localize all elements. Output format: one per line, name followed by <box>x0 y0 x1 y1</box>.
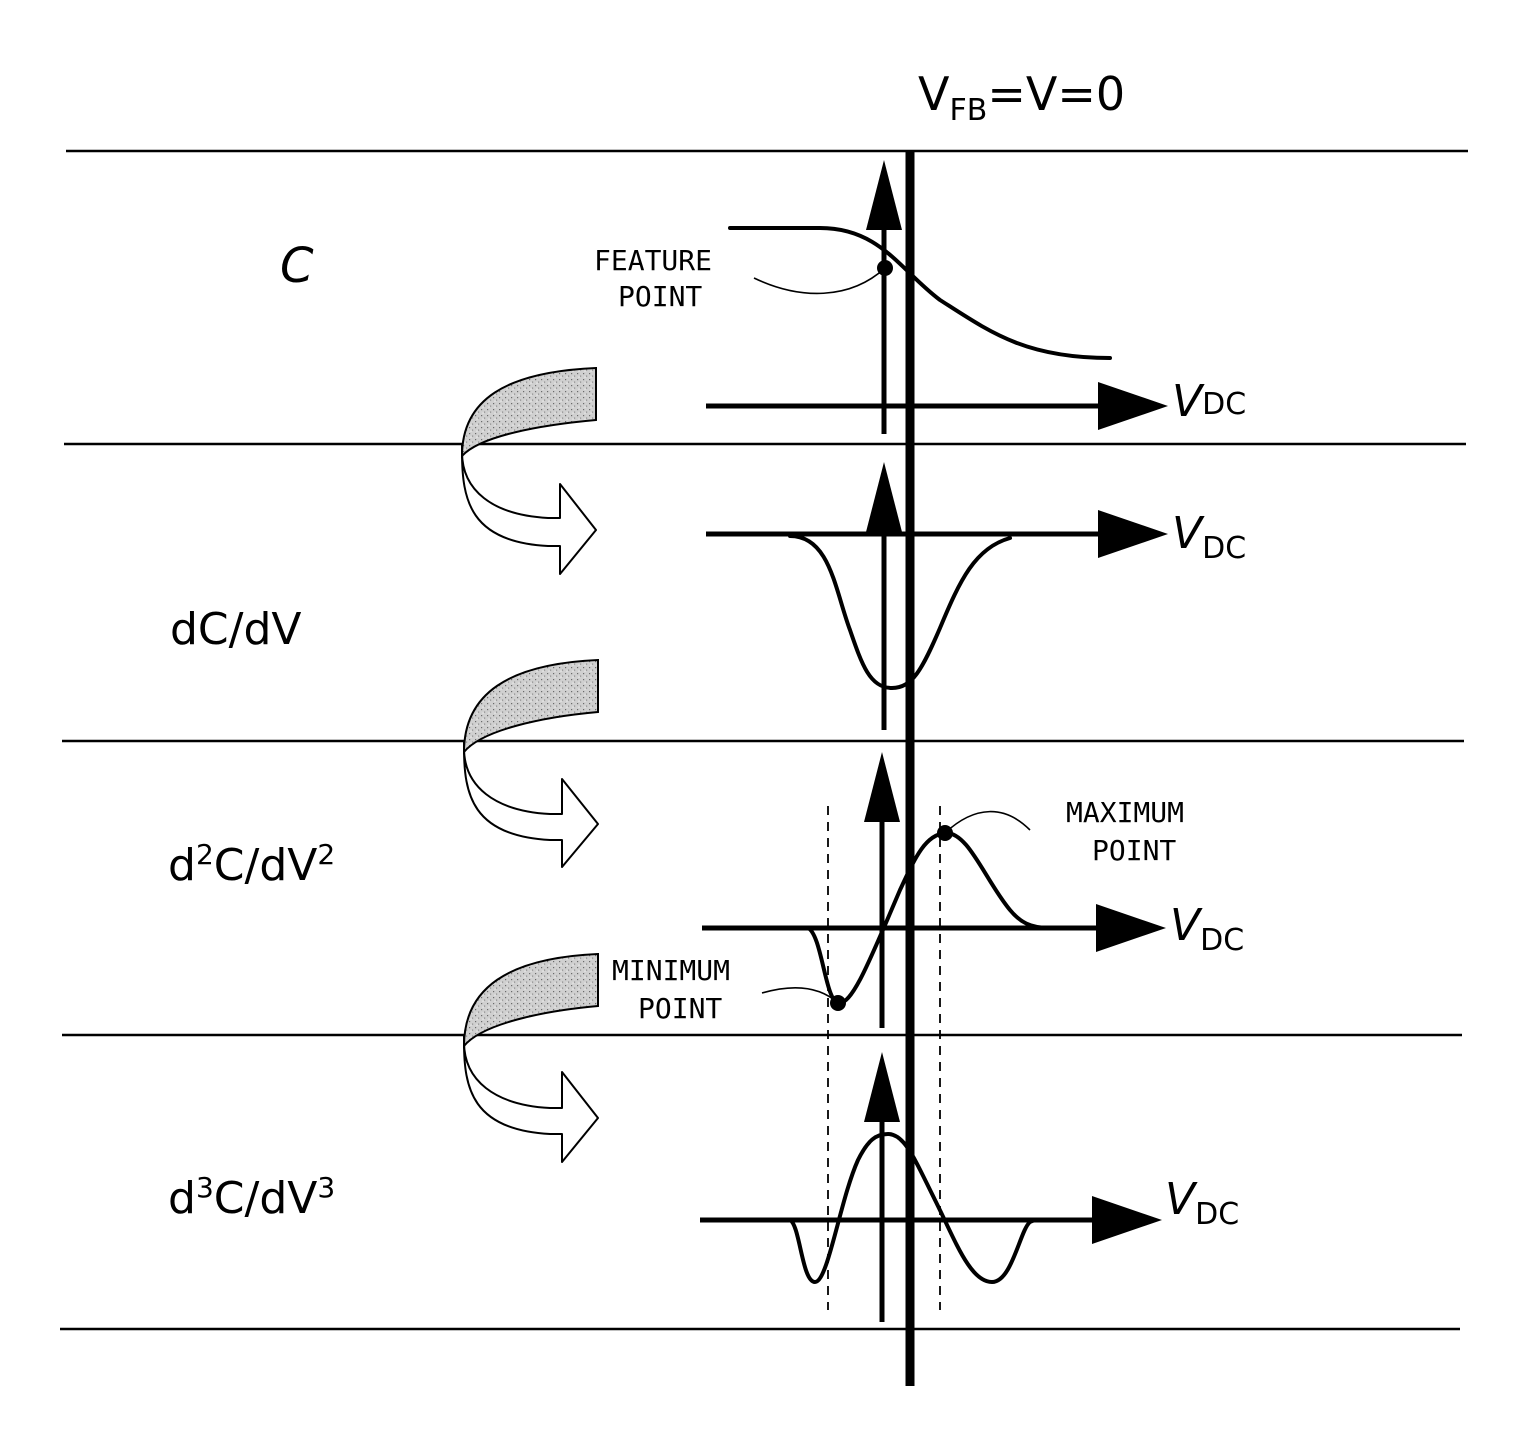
row-label-d2c-b-sup: 2 <box>317 838 335 871</box>
d2c-axis-label: VDC <box>1170 900 1244 958</box>
derivative-arrow-2-band <box>464 660 598 752</box>
flatband-header-v: V <box>918 67 950 121</box>
row-label-d2c: d2C/dV2 <box>168 838 335 891</box>
d2c-axis-label-v: V <box>1170 900 1203 951</box>
row-label-d3c: d3C/dV3 <box>168 1171 335 1224</box>
row-label-dc: dC/dV <box>170 604 302 655</box>
row-label-d3c-b: C/dV <box>214 1173 318 1224</box>
feature-point-leader <box>754 268 885 293</box>
panel-d2c: MAXIMUM POINT MINIMUM POINT VDC <box>612 752 1244 1310</box>
c-curve <box>730 228 1110 358</box>
flatband-header: VFB=V=0 <box>918 67 1125 128</box>
dc-axis-label: VDC <box>1172 508 1246 566</box>
d3c-axis-label-sub: DC <box>1195 1197 1239 1232</box>
derivative-arrow-3-band <box>464 954 598 1046</box>
row-label-d3c-a: d <box>168 1173 196 1224</box>
panel-c: FEATURE POINT VDC <box>594 160 1246 434</box>
row-label-d3c-a-sup: 3 <box>196 1171 214 1204</box>
dc-vertical-arrowhead <box>866 462 902 532</box>
d3c-axis-label-v: V <box>1165 1174 1198 1225</box>
row-label-d2c-b: C/dV <box>214 840 318 891</box>
panel-d3c: VDC <box>700 1052 1239 1322</box>
row-label-d2c-a: d <box>168 840 196 891</box>
dc-axis-label-sub: DC <box>1202 531 1246 566</box>
flatband-header-sub: FB <box>949 93 987 128</box>
minimum-point-label-line1: MINIMUM <box>612 954 730 987</box>
d3c-horizontal-arrowhead <box>1092 1196 1162 1244</box>
c-horizontal-arrowhead <box>1098 382 1168 430</box>
derivative-arrow-2 <box>464 660 598 867</box>
panel-dc: VDC <box>706 462 1246 730</box>
derivative-arrow-1 <box>462 368 596 574</box>
dc-axis-label-v: V <box>1172 508 1205 559</box>
d3c-vertical-arrowhead <box>864 1052 900 1122</box>
d2c-vertical-arrowhead <box>864 752 900 822</box>
maximum-point-leader <box>945 812 1030 833</box>
flatband-header-rest: =V=0 <box>987 67 1125 121</box>
c-axis-label-sub: DC <box>1202 387 1246 422</box>
feature-point-label-line2: POINT <box>618 280 702 313</box>
derivative-arrow-3-body <box>464 1035 598 1162</box>
row-label-c: C <box>280 238 314 294</box>
dc-curve <box>790 536 1010 688</box>
minimum-point-label-line2: POINT <box>638 992 722 1025</box>
derivative-arrow-3 <box>464 954 598 1162</box>
c-axis-label: VDC <box>1172 376 1246 427</box>
d2c-curve <box>808 833 1050 1003</box>
c-axis-label-v: V <box>1172 376 1205 427</box>
d2c-horizontal-arrowhead <box>1096 904 1166 952</box>
feature-point-label-line1: FEATURE <box>594 244 712 277</box>
row-label-d3c-b-sup: 3 <box>317 1171 335 1204</box>
maximum-point-label-line2: POINT <box>1092 834 1176 867</box>
dc-horizontal-arrowhead <box>1098 510 1168 558</box>
d3c-axis-label: VDC <box>1165 1174 1239 1232</box>
maximum-point-label-line1: MAXIMUM <box>1066 796 1184 829</box>
derivative-arrow-2-body <box>464 741 598 867</box>
d2c-axis-label-sub: DC <box>1200 923 1244 958</box>
c-vertical-arrowhead <box>866 160 902 230</box>
derivative-arrow-1-body <box>462 444 596 574</box>
row-label-d2c-a-sup: 2 <box>196 838 214 871</box>
minimum-point-leader <box>762 988 838 1003</box>
